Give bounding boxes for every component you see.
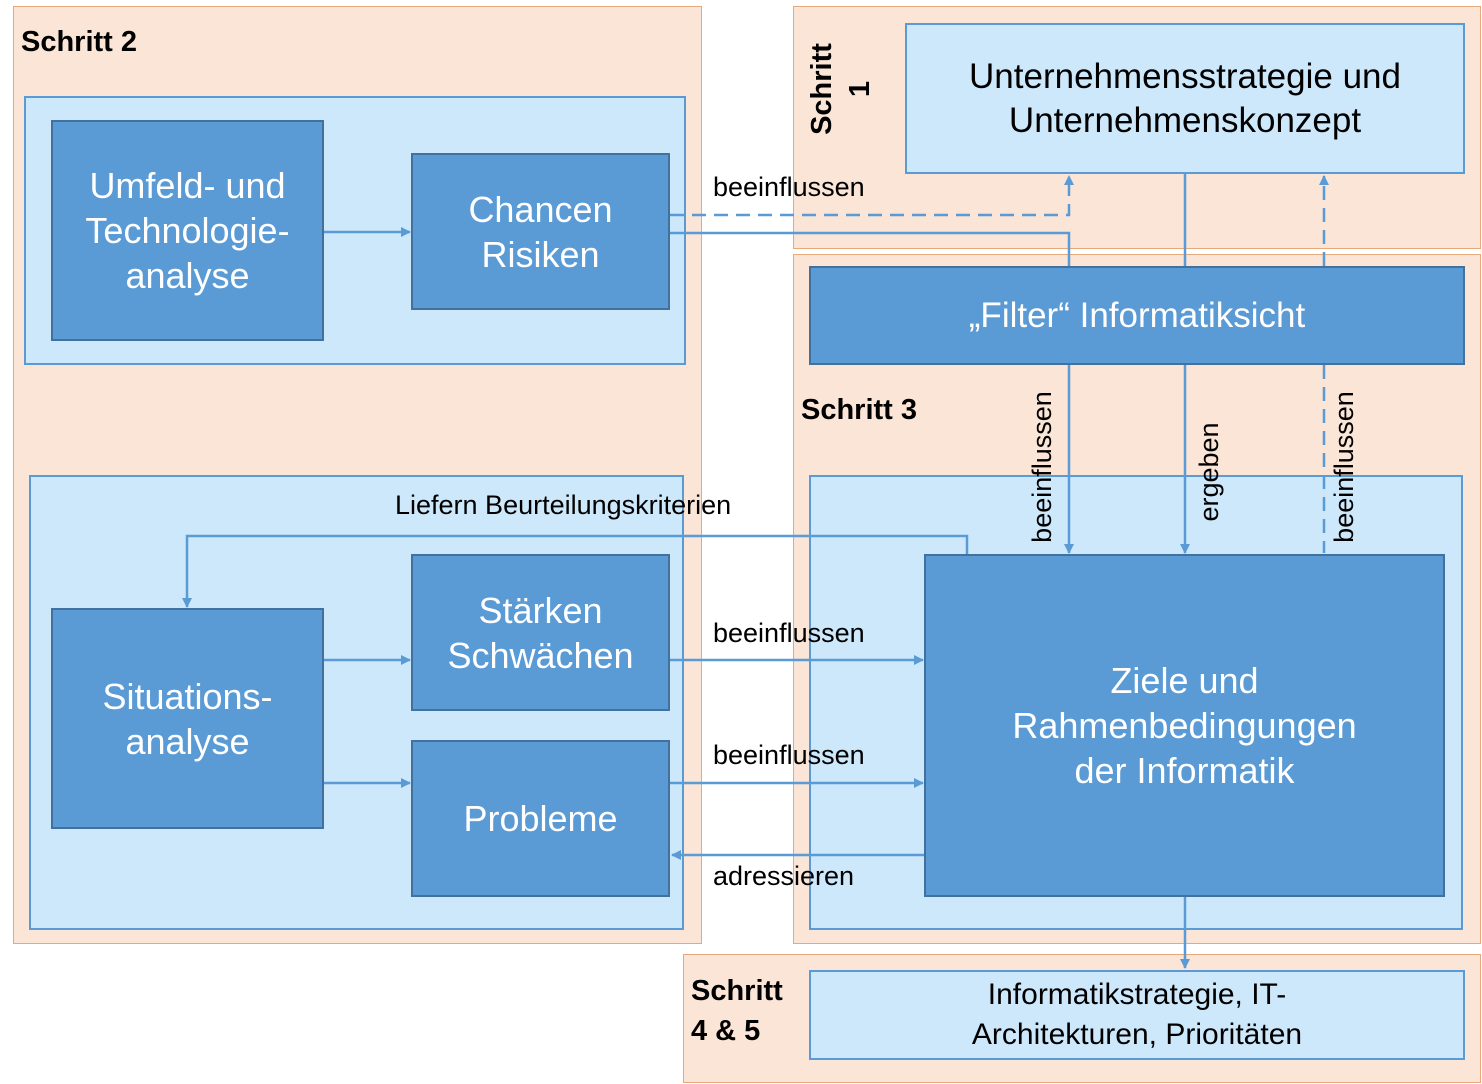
step-45-label: Schritt 4 & 5 xyxy=(691,975,783,1047)
label-influence-vertical-right: beeinflussen xyxy=(1329,391,1359,543)
strengths-weaknesses-box: Stärken Schwächen xyxy=(411,554,670,711)
label-address: adressieren xyxy=(713,861,855,891)
step-3-label: Schritt 3 xyxy=(801,394,918,426)
filter-box: „Filter“ Informatiksicht xyxy=(809,266,1465,365)
arrow-criteria-to-situation xyxy=(182,534,969,608)
arrow-opportunities-to-strategy xyxy=(670,175,1074,217)
environment-analysis-box: Umfeld- und Technologie- analyse xyxy=(51,120,324,341)
label-criteria: Liefern Beurteilungskriterien xyxy=(395,490,732,520)
goals-box: Ziele und Rahmenbedingungen der Informat… xyxy=(924,554,1445,897)
situation-analysis-box: Situations- analyse xyxy=(51,608,324,829)
label-result-vertical: ergeben xyxy=(1194,422,1224,522)
line-opportunities-to-filter xyxy=(670,231,1071,266)
corporate-strategy-box: Unternehmensstrategie und Unternehmensko… xyxy=(905,23,1465,174)
label-influence-vertical-left: beeinflussen xyxy=(1027,391,1057,543)
step-2-label: Schritt 2 xyxy=(21,26,138,58)
label-influence-top: beeinflussen xyxy=(713,172,865,202)
opportunities-risks-box: Chancen Risiken xyxy=(411,153,670,310)
output-strategy-box: Informatikstrategie, IT- Architekturen, … xyxy=(809,970,1465,1060)
label-influence-strengths: beeinflussen xyxy=(713,618,865,648)
label-influence-problems: beeinflussen xyxy=(713,740,865,770)
problems-box: Probleme xyxy=(411,740,670,897)
